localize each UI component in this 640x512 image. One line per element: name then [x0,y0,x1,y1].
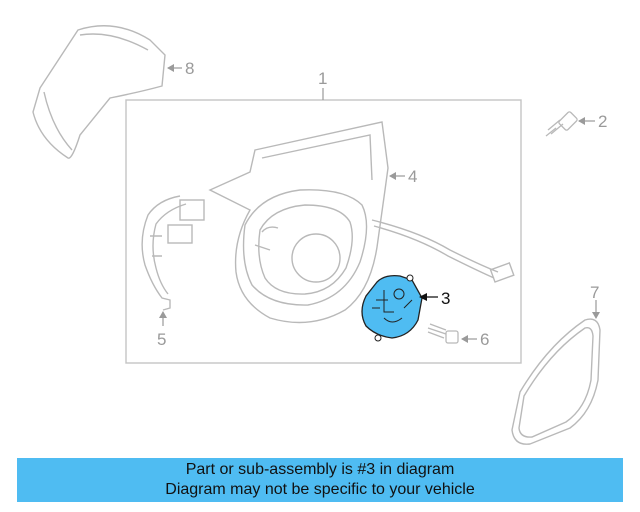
callout-1-label: 1 [318,69,327,88]
callout-4-label: 4 [408,167,417,186]
turn-signal-part-5[interactable] [141,195,205,311]
banner-line-1: Part or sub-assembly is #3 in diagram [185,461,455,478]
callout-7: 7 [590,283,600,319]
callout-7-label: 7 [590,283,599,302]
callout-5-label: 5 [157,330,166,349]
bolt-part-6[interactable] [427,323,459,344]
mirror-cover-part-8[interactable] [32,25,166,159]
mirror-glass-part-7[interactable] [511,318,601,445]
screw-part-2[interactable] [545,111,578,137]
callout-4: 4 [389,167,417,186]
callout-2-label: 2 [598,112,607,131]
info-banner: Part or sub-assembly is #3 in diagram Di… [17,458,623,502]
callout-2: 2 [578,112,607,131]
parts-diagram: 8 1 2 4 [32,25,607,445]
mirror-motor-part-3[interactable] [361,274,423,342]
callout-6: 6 [461,330,489,349]
banner-line-2: Diagram may not be specific to your vehi… [165,481,475,498]
callout-6-label: 6 [480,330,489,349]
assembly-box-part-1: 1 [125,69,522,364]
callout-8-label: 8 [185,59,194,78]
callout-8: 8 [167,59,194,78]
callout-3-label: 3 [441,289,450,308]
callout-3: 3 [419,289,450,308]
callout-5: 5 [157,311,167,349]
mirror-housing-part-4[interactable] [208,121,515,324]
